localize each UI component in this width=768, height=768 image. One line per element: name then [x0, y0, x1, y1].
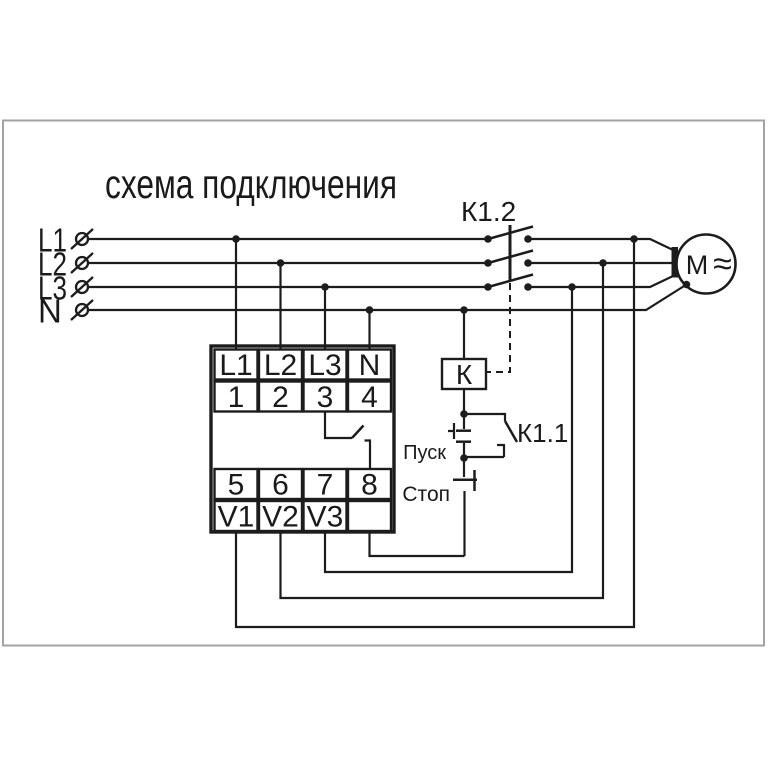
wire-v3-to-motor-l3: [323, 287, 574, 574]
contact-dot: [524, 259, 532, 267]
stop-button-symbol: Стоп: [402, 458, 477, 556]
motor-routing-wires: [234, 240, 636, 629]
diagram-frame: [2, 119, 765, 647]
push-actuator-icon: [448, 423, 456, 439]
terminal-label: 2: [272, 381, 289, 414]
start-button-symbol: Пуск: [403, 410, 471, 464]
supply-line-l2: L2: [38, 246, 672, 283]
supply-line-n-label: N: [38, 293, 62, 330]
terminal-cell: [346, 348, 393, 381]
supply-line-l2-label: L2: [38, 246, 67, 283]
wire-l1-right: [528, 237, 673, 251]
supply-line-l3-label: L3: [38, 270, 67, 307]
contactor-main-contacts-k12: К1.2: [461, 196, 534, 373]
start-button-label: Пуск: [403, 442, 446, 464]
stop-button-label: Стоп: [402, 483, 450, 506]
terminal-label: 8: [361, 469, 378, 502]
junction-dot: [630, 235, 638, 243]
wire-control-return: [368, 531, 465, 558]
contact-dot: [524, 235, 532, 243]
supply-line-l1-label: L1: [38, 222, 67, 259]
terminal-label: V1: [218, 501, 255, 534]
aux-contact-k11: К1.1: [464, 412, 568, 459]
terminal-cell: [346, 467, 393, 501]
terminal-cell: [257, 380, 304, 413]
terminal-label: N: [359, 349, 381, 382]
contactor-coil-k: К: [440, 310, 488, 414]
supply-line-l1: L1: [38, 222, 673, 259]
terminal-cell: [302, 348, 348, 381]
supply-line-n: N: [38, 283, 688, 330]
terminal-cell: [213, 380, 259, 413]
contact-blade: [351, 424, 365, 439]
terminal-label: V2: [262, 501, 299, 534]
terminal-label: L2: [264, 349, 297, 382]
terminal-cell: [257, 348, 304, 381]
contact-blade: [503, 420, 519, 443]
terminal-cell-blank: [346, 499, 393, 533]
terminal-cell: [213, 348, 259, 381]
terminal-label: 1: [228, 381, 245, 414]
wire-n: [88, 283, 688, 312]
terminal-cell: [302, 467, 348, 501]
terminal-label: 3: [317, 381, 334, 414]
terminal-cell: [257, 467, 304, 501]
wire-v2-to-motor-l2: [279, 263, 605, 600]
internal-relay-contact: [323, 411, 372, 469]
motor-circle: [675, 233, 737, 295]
supply-line-l3: L3: [38, 270, 673, 307]
mechanical-link-dashed: [487, 283, 511, 373]
ac-waves-icon: ≈: [713, 245, 732, 283]
motor-symbol: М ≈: [671, 233, 737, 295]
aux-contact-label: К1.1: [517, 418, 568, 448]
motor-letter: М: [686, 250, 709, 280]
terminal-label: 5: [228, 469, 245, 502]
coil-label: К: [456, 359, 473, 390]
motor-terminal-bar: [671, 247, 678, 278]
terminal-label: L3: [308, 349, 341, 382]
contactor-k12-label: К1.2: [461, 196, 516, 227]
contact-dot: [524, 283, 532, 291]
wire-v1-to-motor-l1: [234, 240, 636, 629]
terminal-label: 6: [272, 469, 289, 502]
terminal-cell: [346, 380, 393, 413]
terminal-cell: [213, 467, 259, 501]
terminal-block: L1 L2 L3 N 1 2 3 4 5 6 7 8 V1 V2: [209, 239, 396, 534]
diagram-title: схема подключения: [105, 161, 397, 207]
terminal-label: 7: [317, 469, 334, 502]
terminal-label: 4: [361, 381, 378, 414]
terminal-label: V3: [307, 501, 344, 534]
terminal-label: L1: [219, 349, 252, 382]
junction-dot: [682, 280, 691, 289]
